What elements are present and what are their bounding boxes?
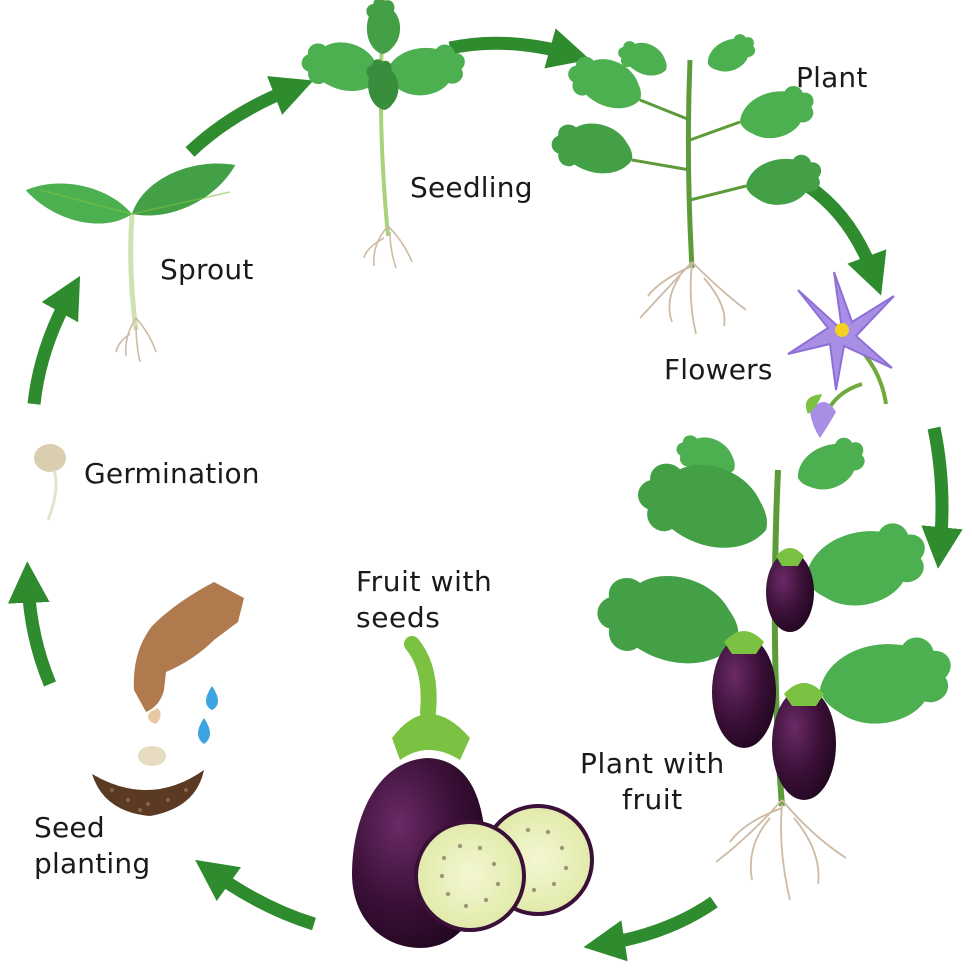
seed-planting-illustration — [92, 582, 244, 816]
label-sprout: Sprout — [160, 253, 254, 286]
eggplant-slice — [414, 820, 526, 932]
flowers-illustration — [787, 271, 895, 438]
label-seedling: Seedling — [410, 171, 533, 204]
sprout-illustration — [21, 153, 244, 363]
arrow-plant-to-flowers — [804, 180, 887, 296]
arrow-planting-to-germination — [7, 561, 57, 687]
label-flowers: Flowers — [664, 353, 773, 386]
arrow-fruitplant-to-fruit — [583, 896, 718, 962]
plant-illustration — [548, 28, 828, 335]
label-plant: Plant — [796, 61, 868, 94]
label-seed-planting: Seed planting — [34, 811, 151, 880]
label-plant-with-fruit: Plant with fruit — [580, 747, 725, 816]
arrow-sprout-to-seedling — [185, 76, 314, 157]
seedling-illustration — [298, 0, 471, 269]
eggplant-fruit — [772, 683, 836, 800]
plant-with-fruit-illustration — [591, 428, 961, 901]
arrow-germination-to-sprout — [27, 275, 81, 405]
germination-illustration — [34, 444, 66, 521]
eggplant-fruit — [712, 631, 776, 748]
label-germination: Germination — [84, 457, 260, 490]
eggplant-fruit — [766, 548, 814, 632]
arrow-flowers-to-fruitplant — [921, 426, 963, 569]
fruit-with-seeds-illustration — [352, 636, 594, 948]
label-fruit-with-seeds: Fruit with seeds — [356, 565, 493, 634]
cycle-arrows — [7, 28, 963, 962]
arrow-seedling-to-plant — [448, 28, 591, 69]
arrow-fruit-to-planting — [195, 859, 316, 931]
